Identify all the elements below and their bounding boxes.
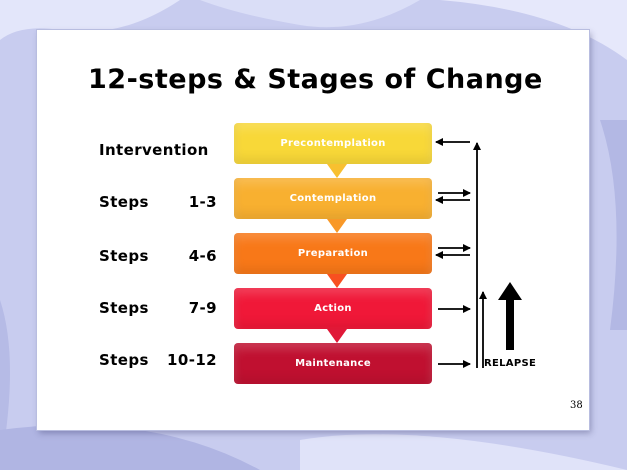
page-number: 38	[570, 400, 583, 411]
stage-action: Action	[234, 288, 432, 329]
stage-maintenance: Maintenance	[234, 343, 432, 384]
steps-range: 4-6	[188, 247, 217, 265]
steps-word: Steps	[99, 351, 149, 369]
steps-word: Steps	[99, 299, 149, 317]
stage-preparation: Preparation	[234, 233, 432, 274]
stage-label: Preparation	[297, 248, 369, 259]
stage-contemplation: Contemplation	[234, 178, 432, 219]
stage-label: Precontemplation	[280, 138, 386, 149]
steps-range: 10-12	[167, 351, 217, 369]
steps-word: Steps	[99, 247, 149, 265]
stage-label: Action	[314, 303, 352, 314]
row-label-intervention: Intervention	[99, 141, 209, 159]
stage-precontemplation: Precontemplation	[234, 123, 432, 164]
steps-range: 1-3	[188, 193, 217, 211]
stage-label: Maintenance	[295, 358, 371, 369]
slide-title: 12-steps & Stages of Change	[88, 64, 543, 95]
stage-label: Contemplation	[289, 193, 377, 204]
steps-range: 7-9	[188, 299, 217, 317]
relapse-label: RELAPSE	[484, 358, 537, 369]
steps-word: Steps	[99, 193, 149, 211]
